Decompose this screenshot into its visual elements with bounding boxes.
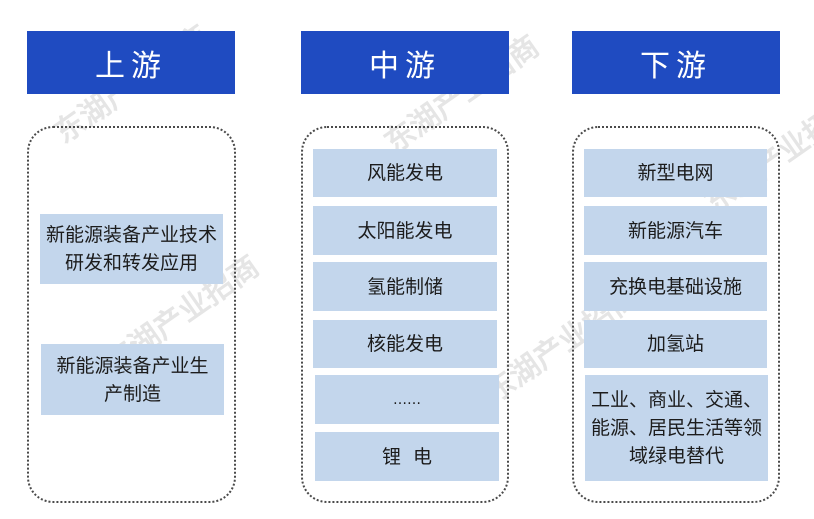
downstream-header: 下游: [572, 31, 780, 94]
downstream-item: 新能源汽车: [584, 206, 767, 255]
upstream-item: 新能源装备产业生产制造: [41, 344, 224, 415]
midstream-header: 中游: [301, 31, 509, 94]
midstream-item: 氢能制储: [313, 262, 497, 311]
upstream-header: 上游: [27, 31, 235, 94]
downstream-container: [572, 126, 780, 503]
midstream-item: ……: [315, 375, 499, 424]
midstream-item: 风能发电: [313, 149, 497, 197]
midstream-container: [301, 126, 509, 503]
midstream-item: 太阳能发电: [313, 206, 497, 255]
midstream-item: 核能发电: [313, 320, 497, 368]
upstream-item: 新能源装备产业技术研发和转发应用: [40, 214, 223, 284]
downstream-item: 加氢站: [584, 320, 767, 368]
downstream-item: 工业、商业、交通、能源、居民生活等领域绿电替代: [585, 375, 768, 481]
midstream-item: 锂 电: [315, 432, 499, 481]
downstream-item: 新型电网: [584, 149, 767, 197]
upstream-container: [27, 126, 236, 503]
downstream-item: 充换电基础设施: [584, 262, 767, 311]
